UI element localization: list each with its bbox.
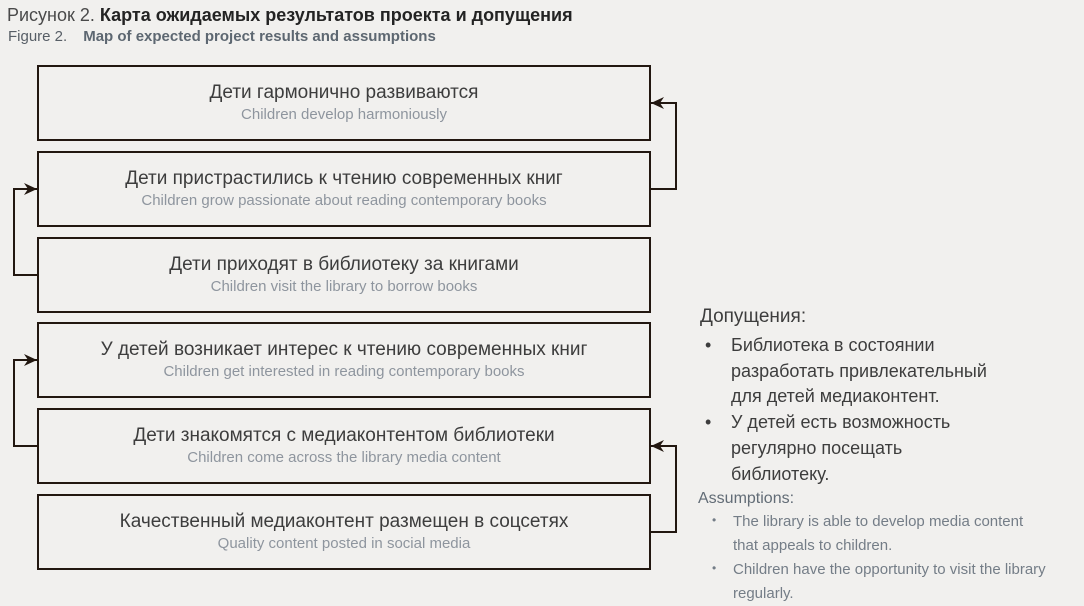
- box-text-ru: Дети знакомятся с медиаконтентом библиот…: [133, 425, 555, 447]
- figure-label-ru: Рисунок 2.: [7, 5, 95, 25]
- assumptions-list-en: The library is able to develop media con…: [698, 510, 1050, 606]
- box-text-en: Children come across the library media c…: [187, 449, 501, 467]
- box-text-en: Quality content posted in social media: [217, 535, 471, 553]
- box-text-ru: Дети пристрастились к чтению современных…: [125, 168, 563, 190]
- assumption-item-ru: Библиотека в состоянии разработать привл…: [698, 333, 998, 410]
- box-text-ru: Дети приходят в библиотеку за книгами: [169, 254, 519, 276]
- connector-box3-to-box2: [13, 183, 37, 276]
- box-text-ru: У детей возникает интерес к чтению совре…: [100, 339, 588, 361]
- figure-title-ru-text: Карта ожидаемых результатов проекта и до…: [99, 5, 573, 25]
- box-text-en: Children grow passionate about reading c…: [141, 192, 547, 210]
- figure-title-en-text: Map of expected project results and assu…: [83, 28, 436, 45]
- box-text-ru: Качественный медиаконтент размещен в соц…: [119, 511, 569, 533]
- connector-box2-to-box1: [651, 97, 677, 190]
- figure-title-en: Figure 2. Map of expected project results…: [8, 28, 436, 45]
- connector-box5-to-box4: [13, 354, 37, 447]
- result-box-children-media-content: Дети знакомятся с медиаконтентом библиот…: [37, 408, 651, 484]
- figure-title-ru: Рисунок 2.Карта ожидаемых результатов пр…: [7, 5, 573, 26]
- assumptions-heading-ru: Допущения:: [700, 306, 807, 327]
- assumption-item-en: The library is able to develop media con…: [698, 510, 1050, 558]
- assumption-item-en: Children have the opportunity to visit t…: [698, 558, 1050, 606]
- figure-label-en: Figure 2.: [8, 28, 68, 45]
- figure-page: Рисунок 2.Карта ожидаемых результатов пр…: [0, 0, 1084, 582]
- box-text-en: Children develop harmoniously: [241, 106, 447, 124]
- box-text-en: Children visit the library to borrow boo…: [210, 278, 478, 296]
- result-box-children-interested: У детей возникает интерес к чтению совре…: [37, 322, 651, 398]
- assumptions-panel: Допущения: Библиотека в состоянии разраб…: [698, 306, 1070, 606]
- assumption-item-ru: У детей есть возможность регулярно посещ…: [698, 410, 998, 487]
- assumptions-heading-en: Assumptions:: [698, 490, 795, 508]
- assumptions-list-ru: Библиотека в состоянии разработать привл…: [698, 333, 998, 487]
- box-text-en: Children get interested in reading conte…: [163, 363, 525, 381]
- box-text-ru: Дети гармонично развиваются: [209, 82, 479, 104]
- result-box-children-passionate: Дети пристрастились к чтению современных…: [37, 151, 651, 227]
- result-box-children-visit-library: Дети приходят в библиотеку за книгами Ch…: [37, 237, 651, 313]
- connector-box6-to-box5: [651, 440, 677, 533]
- result-box-children-develop: Дети гармонично развиваются Children dev…: [37, 65, 651, 141]
- result-box-quality-content: Качественный медиаконтент размещен в соц…: [37, 494, 651, 570]
